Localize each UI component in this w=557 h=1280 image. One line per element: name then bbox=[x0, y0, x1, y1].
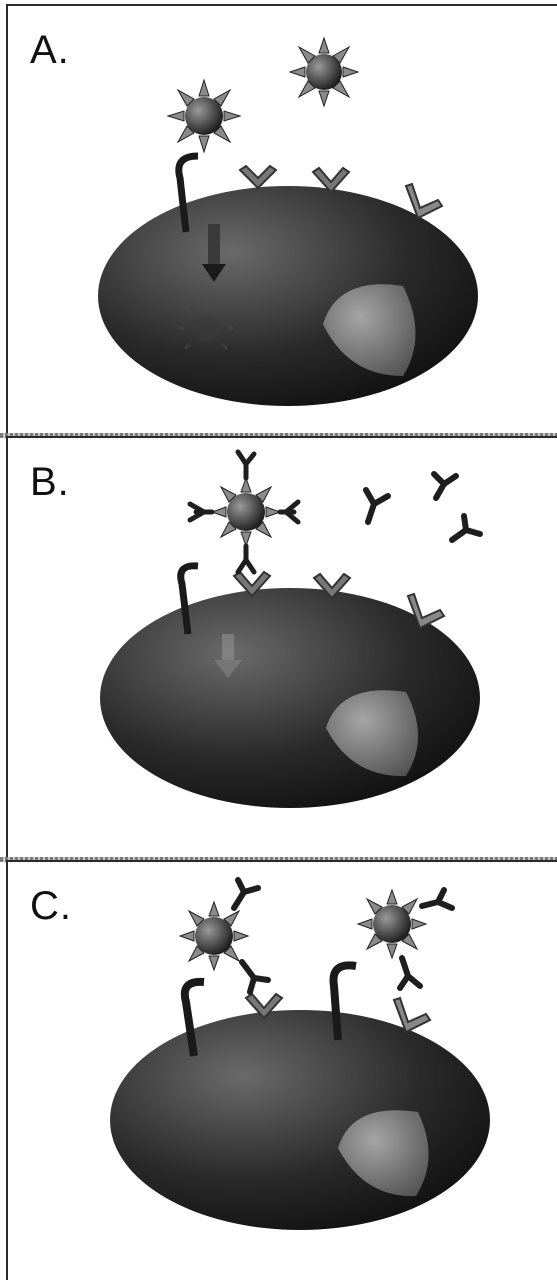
panel-b: B. bbox=[6, 436, 557, 860]
y-antibody-icon bbox=[238, 452, 254, 478]
sun-antigen-icon bbox=[168, 80, 240, 152]
y-antibody-icon bbox=[434, 474, 456, 498]
y-antibody-icon bbox=[238, 546, 254, 572]
sun-antigen-icon bbox=[212, 478, 280, 546]
cell-a bbox=[98, 186, 478, 406]
y-antibody-icon bbox=[190, 504, 212, 520]
sun-antigen-icon bbox=[290, 38, 358, 106]
y-antibody-icon bbox=[280, 502, 298, 522]
y-antibody-icon bbox=[452, 516, 480, 540]
y-antibody-icon bbox=[400, 958, 420, 988]
sun-antigen-icon bbox=[180, 902, 248, 970]
y-antibody-icon bbox=[242, 962, 268, 992]
panel-c: C. bbox=[6, 860, 557, 1280]
y-antibody-icon bbox=[234, 880, 258, 908]
panel-b-illustration bbox=[8, 438, 557, 860]
panel-c-illustration bbox=[8, 862, 557, 1280]
y-antibody-icon bbox=[422, 890, 452, 908]
sun-antigen-icon bbox=[358, 890, 426, 958]
panel-a-illustration bbox=[8, 6, 557, 436]
v-receptor-icon bbox=[240, 166, 276, 188]
y-antibody-icon bbox=[366, 490, 388, 522]
panel-a: A. bbox=[6, 4, 557, 436]
cell-c bbox=[110, 1010, 490, 1230]
